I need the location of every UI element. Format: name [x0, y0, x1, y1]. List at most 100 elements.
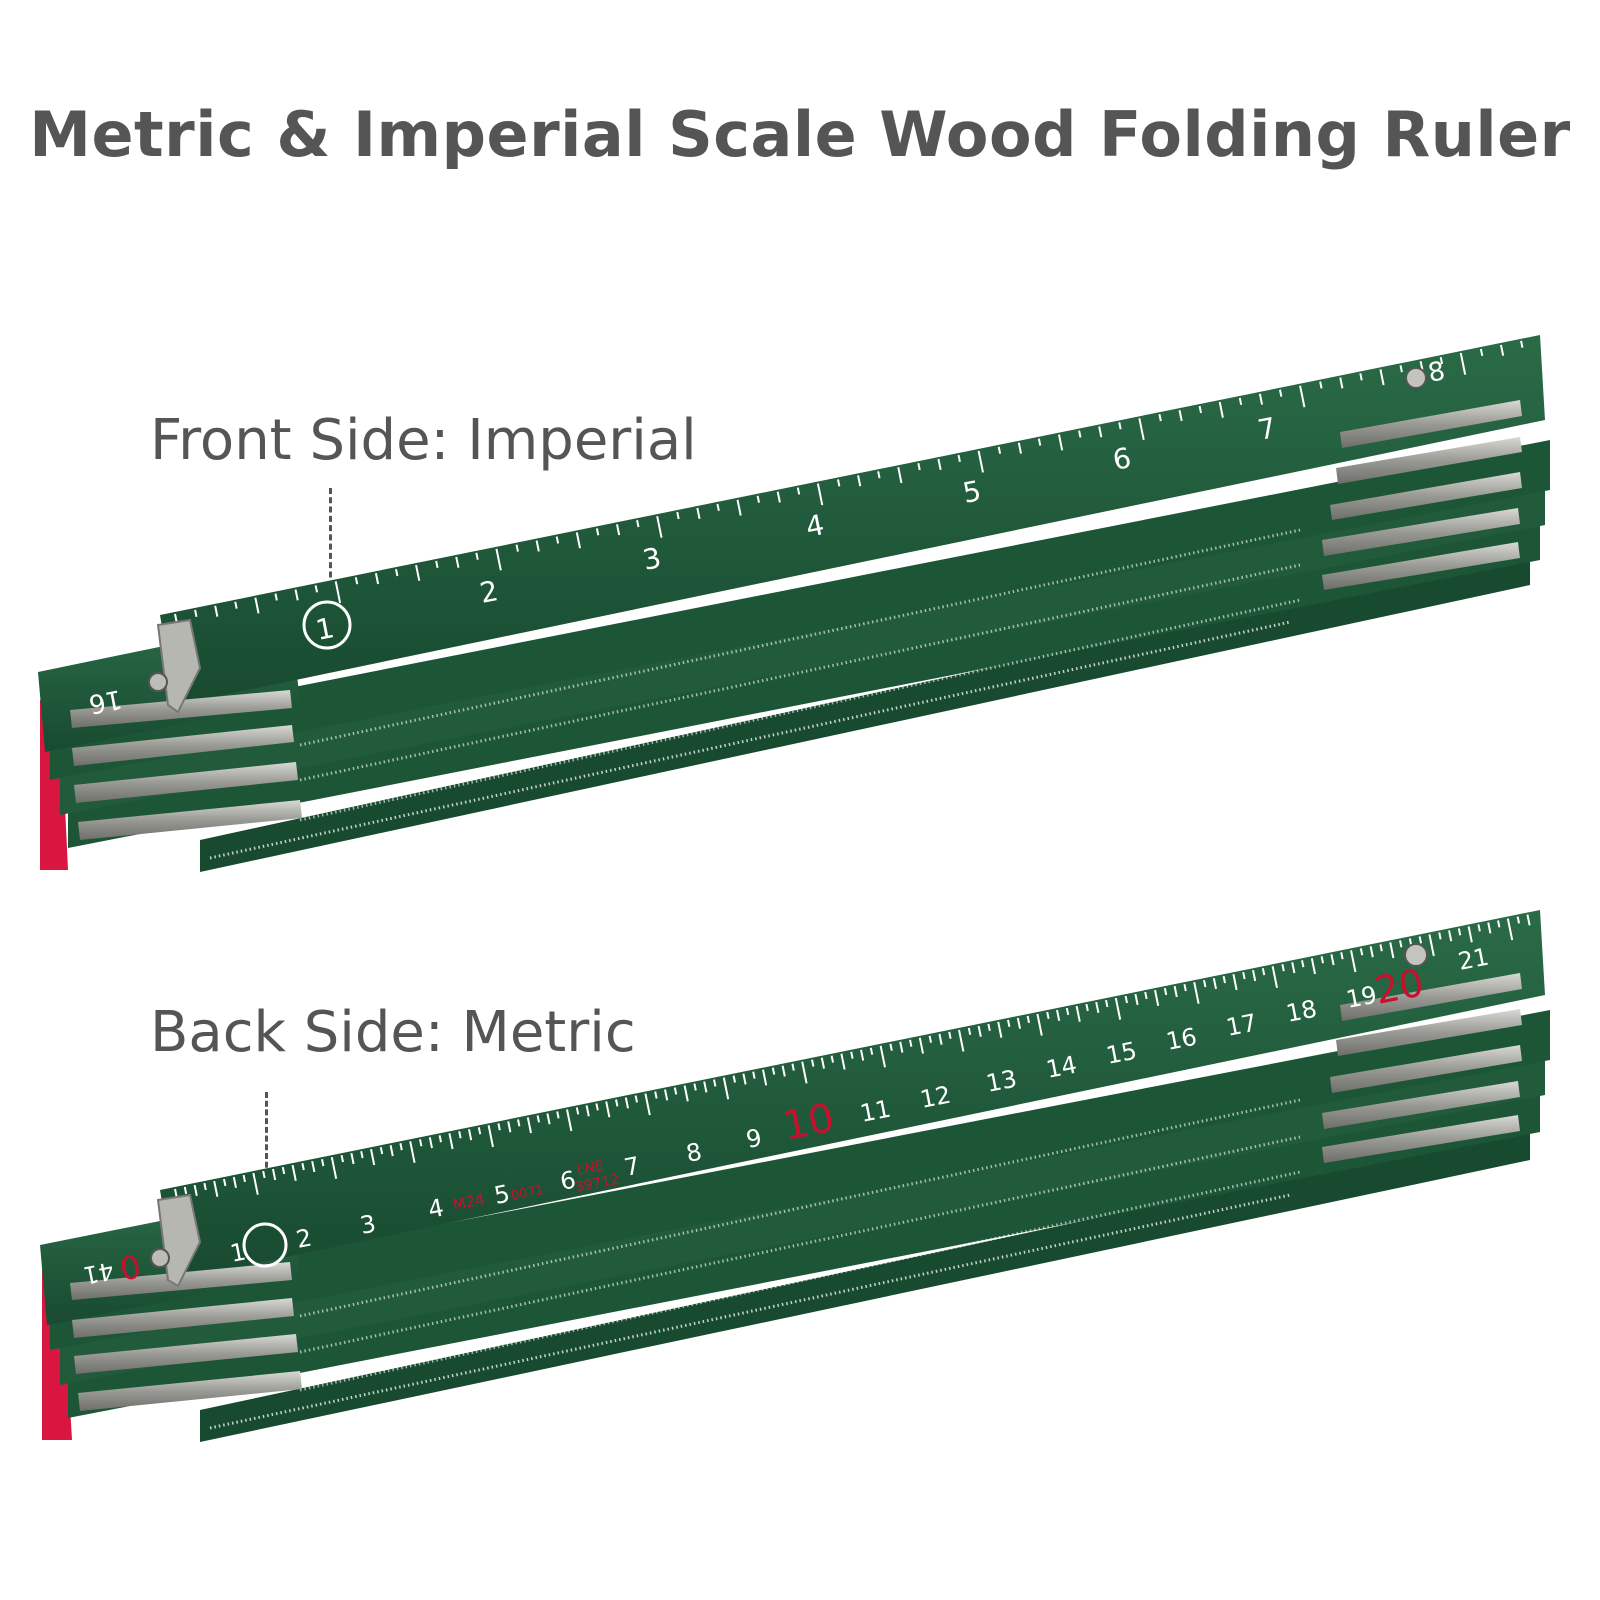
scale-tick	[1178, 409, 1183, 422]
scale-tick	[1330, 954, 1335, 966]
scale-tick	[435, 560, 439, 569]
scale-tick	[987, 1023, 991, 1031]
scale-tick	[311, 1160, 316, 1173]
back-scale-number: 6	[558, 1165, 578, 1195]
scale-tick	[1310, 958, 1316, 975]
scale-tick	[615, 1099, 619, 1107]
scale-tick	[1105, 999, 1109, 1008]
page-title: Metric & Imperial Scale Wood Folding Rul…	[29, 98, 1571, 171]
front-scale-number: 7	[1255, 411, 1279, 447]
front-scale-number: 1	[313, 611, 337, 647]
scale-tick	[203, 1182, 207, 1191]
front-scale-number: 8	[1426, 356, 1448, 389]
scale-tick	[624, 1097, 629, 1109]
scale-tick	[732, 1075, 736, 1083]
scale-tick	[515, 544, 519, 552]
front-ruler-illustration: 1 2 3 4 5 6 7 8 16	[38, 335, 1550, 872]
scale-tick	[816, 483, 824, 506]
scale-tick	[1212, 977, 1217, 990]
hinge-plate	[1336, 437, 1522, 484]
scale-tick	[938, 1033, 943, 1045]
back-end-label: 41	[81, 1256, 116, 1289]
scale-tick	[1271, 966, 1278, 989]
back-scale-number: 12	[918, 1081, 953, 1114]
scale-tick	[899, 1041, 904, 1053]
scale-tick	[291, 1164, 297, 1182]
front-scale-number: 3	[640, 541, 664, 577]
back-scale-number: 16	[1164, 1023, 1199, 1056]
scale-tick	[634, 1095, 638, 1103]
scale-tick	[1291, 962, 1296, 974]
back-scale-number: 17	[1224, 1009, 1259, 1042]
scale-tick	[1399, 365, 1403, 373]
scale-tick	[636, 520, 640, 528]
back-scale-red-number: 10	[779, 1095, 838, 1150]
scale-tick	[526, 1117, 532, 1134]
scale-tick	[722, 1077, 730, 1100]
scale-tick	[419, 1139, 423, 1147]
scale-tick	[340, 1154, 344, 1163]
front-scale-ticks	[174, 340, 1524, 636]
scale-tick	[837, 479, 841, 487]
rivet	[1405, 367, 1427, 389]
back-mark: LNE	[576, 1158, 606, 1179]
scale-tick	[703, 1081, 708, 1093]
rivet	[148, 672, 168, 692]
scale-tick	[1359, 948, 1364, 956]
scale-tick	[272, 1168, 277, 1181]
scale-tick	[850, 1051, 854, 1059]
front-scale-number: 2	[477, 574, 501, 610]
scale-tick	[1487, 922, 1492, 934]
scale-tick	[1198, 405, 1202, 414]
hinge-plate	[78, 1371, 302, 1411]
hinge-plate	[1336, 1009, 1522, 1056]
scale-tick	[354, 577, 359, 585]
hinge-plate	[1330, 1045, 1522, 1093]
scale-tick	[223, 1178, 227, 1187]
scale-tick	[1359, 373, 1363, 381]
front-ruler-body: 1 2 3 4 5 6 7 8 16	[38, 335, 1550, 872]
scale-tick	[860, 1049, 865, 1061]
scale-tick	[1095, 1001, 1100, 1014]
scale-tick	[1124, 995, 1128, 1004]
scale-tick	[877, 471, 881, 479]
scale-tick	[274, 593, 278, 601]
scale-tick	[958, 1029, 965, 1052]
scale-tick	[928, 1035, 932, 1043]
scale-tick	[654, 1091, 658, 1099]
scale-tick	[1301, 960, 1305, 968]
scale-tick	[334, 581, 342, 604]
scale-tick	[1418, 936, 1423, 944]
back-scale-ticks	[174, 914, 1531, 1211]
scale-tick	[977, 450, 984, 473]
scale-tick	[517, 1119, 521, 1127]
scale-tick	[683, 1085, 689, 1102]
scale-tick	[281, 1166, 286, 1175]
scale-tick	[869, 1047, 874, 1055]
scale-tick	[475, 552, 479, 560]
scale-tick	[1520, 340, 1524, 348]
scale-tick	[1506, 918, 1514, 941]
scale-tick	[917, 462, 921, 471]
scale-tick	[409, 1141, 416, 1164]
scale-tick	[1278, 389, 1283, 397]
scale-tick	[967, 1027, 972, 1035]
scale-tick	[889, 1043, 893, 1051]
scale-tick	[713, 1079, 717, 1087]
scale-tick	[262, 1170, 266, 1179]
back-mark: 0071	[510, 1183, 545, 1204]
scale-tick	[415, 564, 421, 581]
scale-tick	[1037, 438, 1042, 446]
scale-tick	[360, 1151, 364, 1159]
scale-tick	[1118, 422, 1122, 430]
scale-tick	[301, 1162, 305, 1171]
scale-tick	[254, 597, 260, 614]
hinge-plate	[1322, 1115, 1520, 1163]
scale-tick	[1439, 356, 1444, 365]
back-scale-number: 11	[858, 1095, 893, 1128]
scale-tick	[997, 1021, 1003, 1038]
back-scale-number: 1	[228, 1237, 248, 1267]
scale-tick	[830, 1055, 834, 1063]
scale-tick	[1242, 972, 1246, 980]
scale-tick	[1477, 924, 1481, 932]
